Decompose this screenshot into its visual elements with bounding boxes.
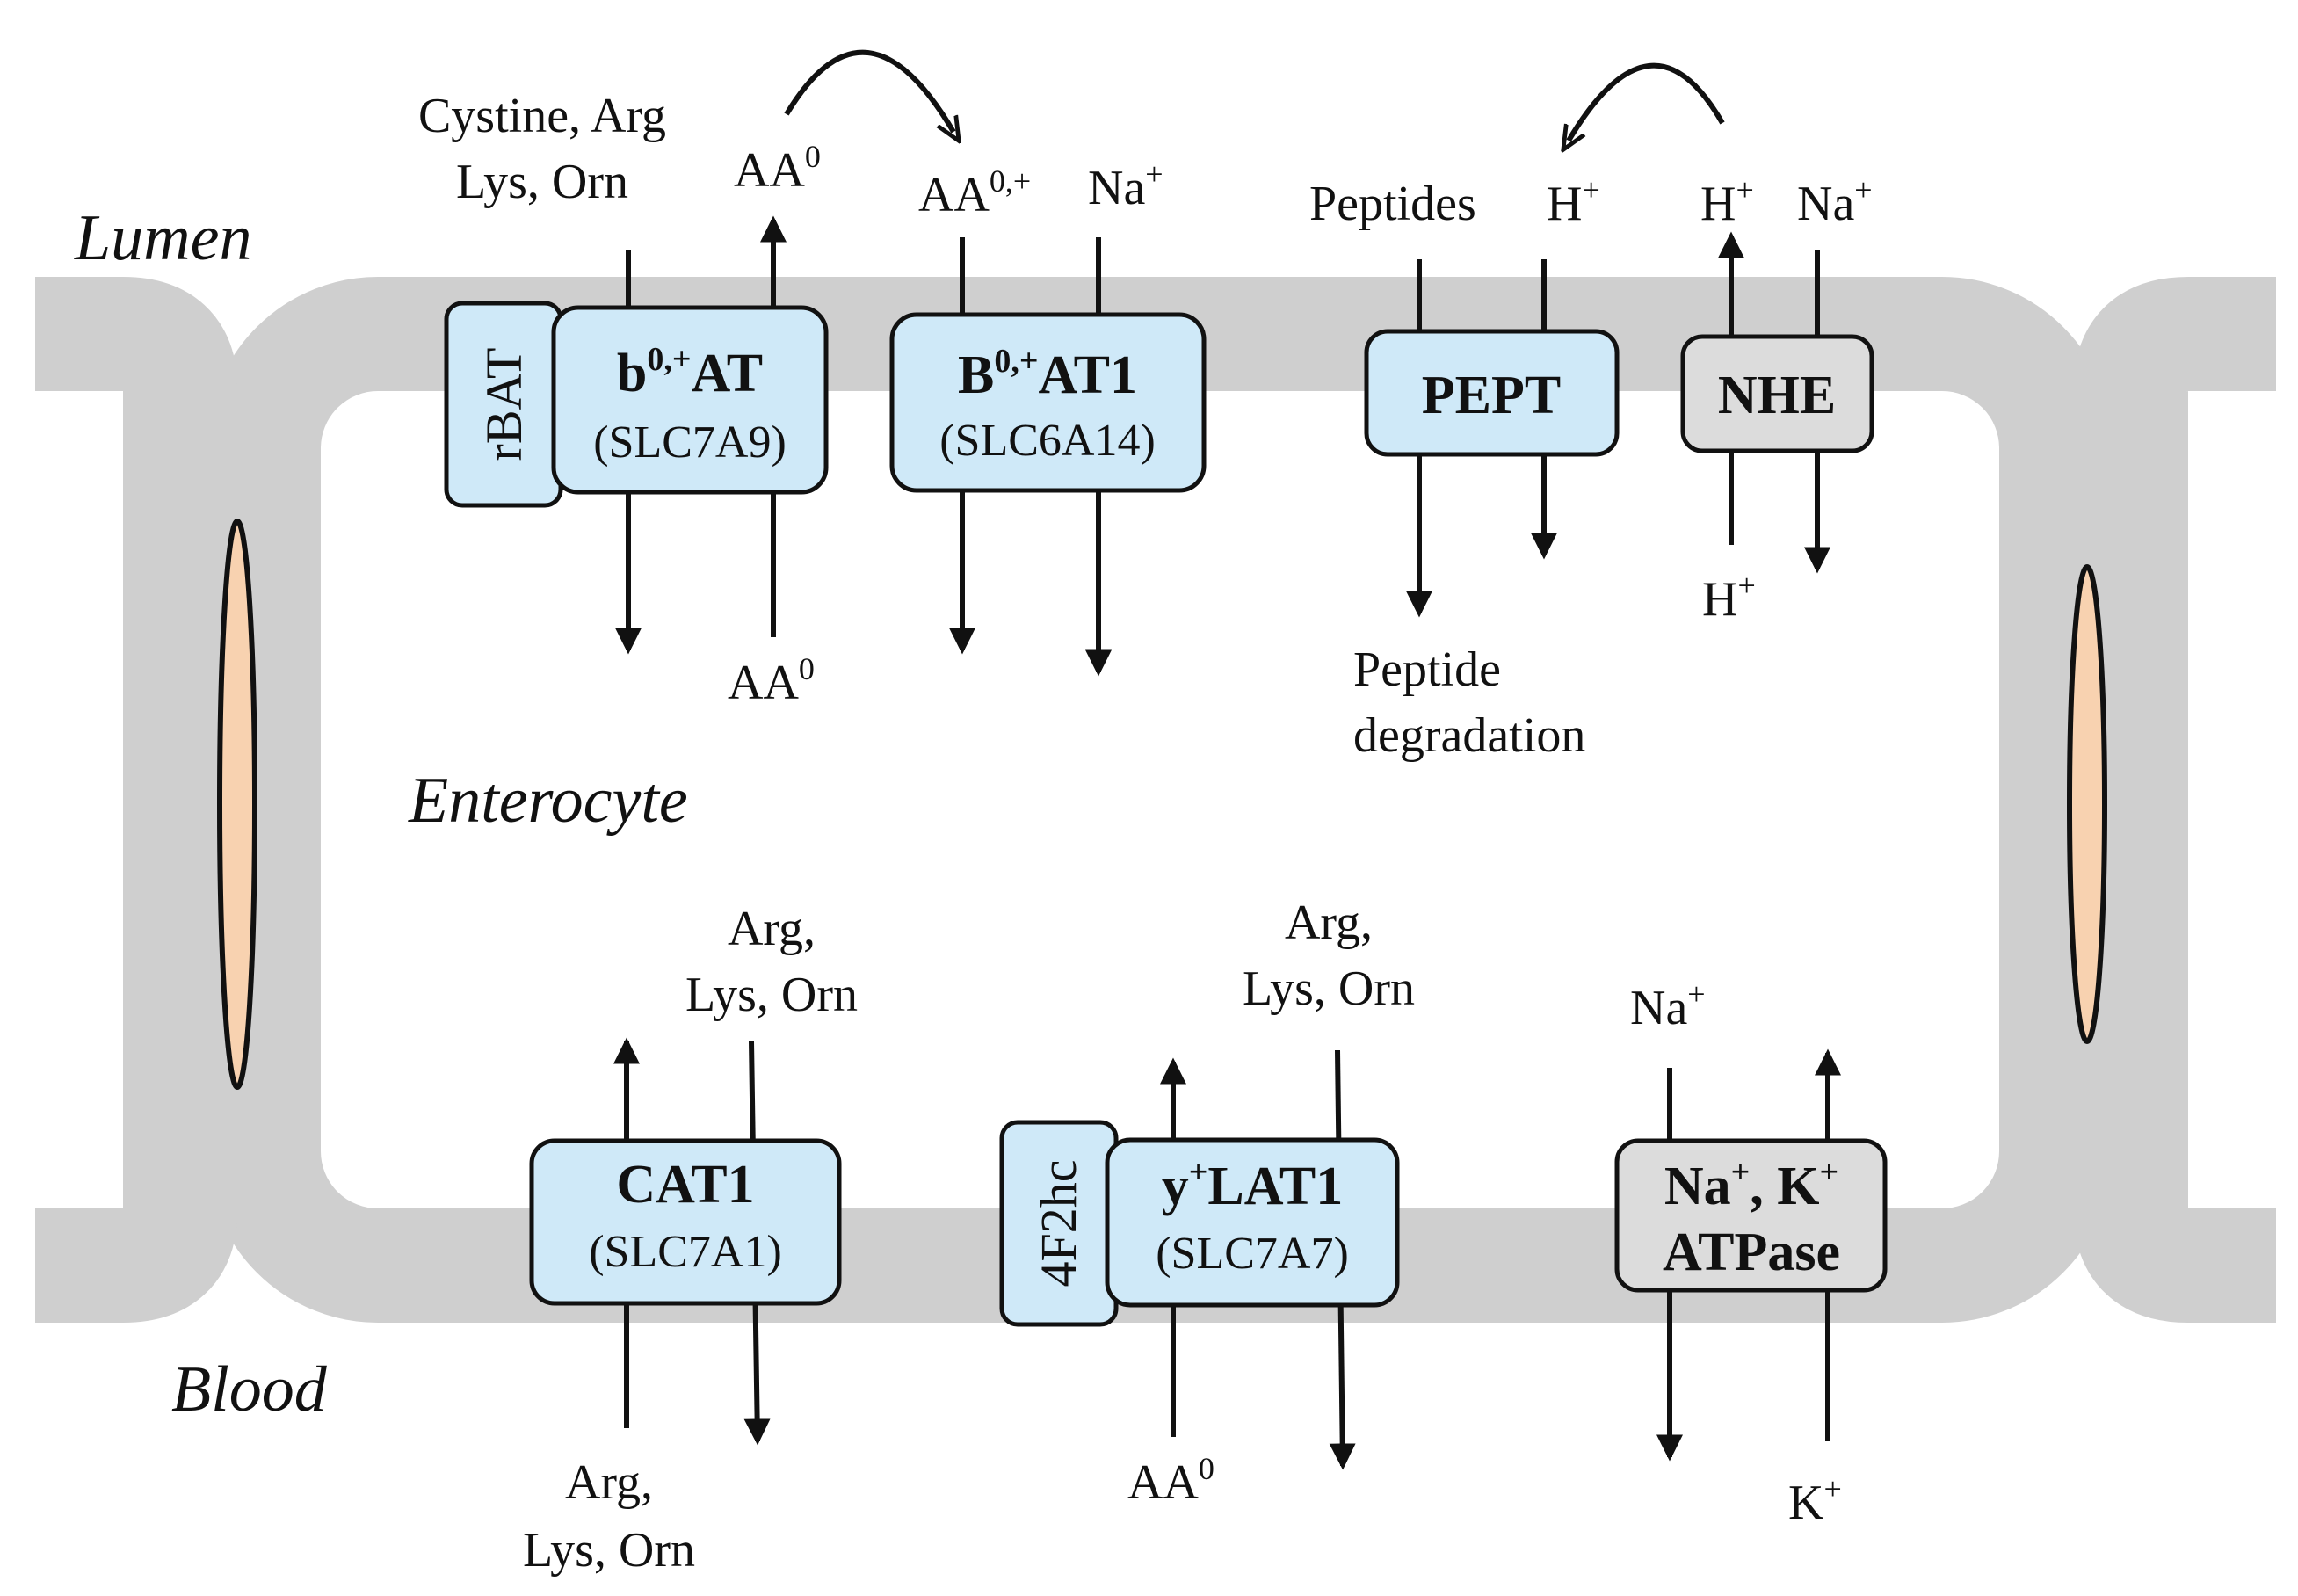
ylat1-top-line2: Lys, Orn: [1243, 961, 1415, 1016]
atpase-name-line2: ATPase: [1663, 1222, 1840, 1282]
ylat1-top-line1: Arg,: [1285, 896, 1373, 950]
b0at1-substrate-label: AA0,+: [918, 163, 1031, 222]
b0at1-name: B0,+AT1: [958, 343, 1137, 405]
peptide-degradation-line2: degradation: [1353, 708, 1585, 763]
pept-box: [1364, 329, 1620, 457]
cat1-top-line1: Arg,: [728, 902, 816, 956]
pept-ion-label: H+: [1547, 172, 1600, 231]
b0at-name: b0,+AT: [617, 341, 763, 403]
tight-junction-left: [217, 519, 257, 1090]
pept-name: PEPT: [1422, 366, 1561, 425]
atpase-box: [1614, 1138, 1888, 1293]
ylat1-name: y+LAT1: [1162, 1154, 1344, 1216]
atpase-ion-top-label: Na+: [1630, 976, 1706, 1035]
ylat1-box: [1105, 1137, 1400, 1308]
nhe-box: [1680, 334, 1874, 453]
b0at-exchange-in-label: AA0: [728, 651, 815, 710]
ylat1-transporter: 4F2hc y+LAT1 (SLC7A7) Arg, Lys, Orn AA0: [999, 896, 1415, 1510]
cat1-bottom-line1: Arg,: [565, 1455, 653, 1510]
pept-substrate-label: Peptides: [1309, 177, 1476, 231]
cat1-gene: (SLC7A1): [589, 1227, 782, 1277]
cat1-box: [529, 1138, 842, 1306]
b0at1-transporter: B0,+AT1 (SLC6A14) AA0,+ Na+: [889, 156, 1207, 677]
peptide-degradation-line1: Peptide: [1353, 642, 1501, 697]
tight-junction-right: [2067, 564, 2107, 1044]
b0at-box: [551, 305, 829, 495]
b0at-transporter: rBAT b0,+AT (SLC7A9) Cystine, Arg Lys, O…: [418, 49, 953, 710]
blood-label: Blood: [171, 1353, 328, 1426]
b0at-exchange-out-label: AA0: [734, 139, 821, 198]
b0at1-box: [889, 312, 1207, 493]
b0at-substrate-line1: Cystine, Arg: [418, 89, 666, 143]
b0at1-ion-label: Na+: [1088, 156, 1163, 215]
right-neighbor-cell-membrane: [2074, 277, 2276, 1323]
nhe-ion-out-label: H+: [1700, 172, 1754, 231]
b0at1-gene: (SLC6A14): [939, 416, 1156, 466]
cat1-bottom-line2: Lys, Orn: [523, 1523, 695, 1578]
b0at-gene: (SLC7A9): [593, 417, 787, 468]
aa0-recycle-curved-arrow: [784, 49, 953, 132]
cat1-top-line2: Lys, Orn: [685, 968, 858, 1022]
pept-transporter: PEPT Peptides H+ Peptide degradation: [1309, 172, 1620, 763]
rbat-label: rBAT: [475, 348, 533, 461]
atpase-name-line1: Na+, K+: [1664, 1154, 1838, 1216]
cat1-transporter: CAT1 (SLC7A1) Arg, Lys, Orn Arg, Lys, Or…: [523, 902, 858, 1578]
enterocyte-label: Enterocyte: [408, 765, 688, 837]
ylat1-bottom-label: AA0: [1127, 1451, 1214, 1510]
b0at-substrate-line2: Lys, Orn: [456, 155, 628, 209]
4f2hc-label: 4F2hc: [1030, 1160, 1087, 1288]
left-neighbor-cell-membrane: [35, 277, 237, 1323]
nhe-ion-in-label: Na+: [1797, 172, 1873, 231]
lumen-label: Lumen: [74, 202, 251, 274]
nhe-exchanger: NHE H+ Na+ H+: [1569, 62, 1874, 627]
proton-recycle-curved-arrow: [1569, 62, 1725, 141]
atpase-ion-bottom-label: K+: [1788, 1471, 1842, 1530]
nhe-ion-cyto-label: H+: [1702, 568, 1756, 627]
cat1-name: CAT1: [616, 1155, 754, 1215]
na-k-atpase: Na+, K+ ATPase Na+ K+: [1614, 976, 1888, 1530]
ylat1-gene: (SLC7A7): [1156, 1229, 1349, 1279]
nhe-name: NHE: [1718, 366, 1836, 425]
